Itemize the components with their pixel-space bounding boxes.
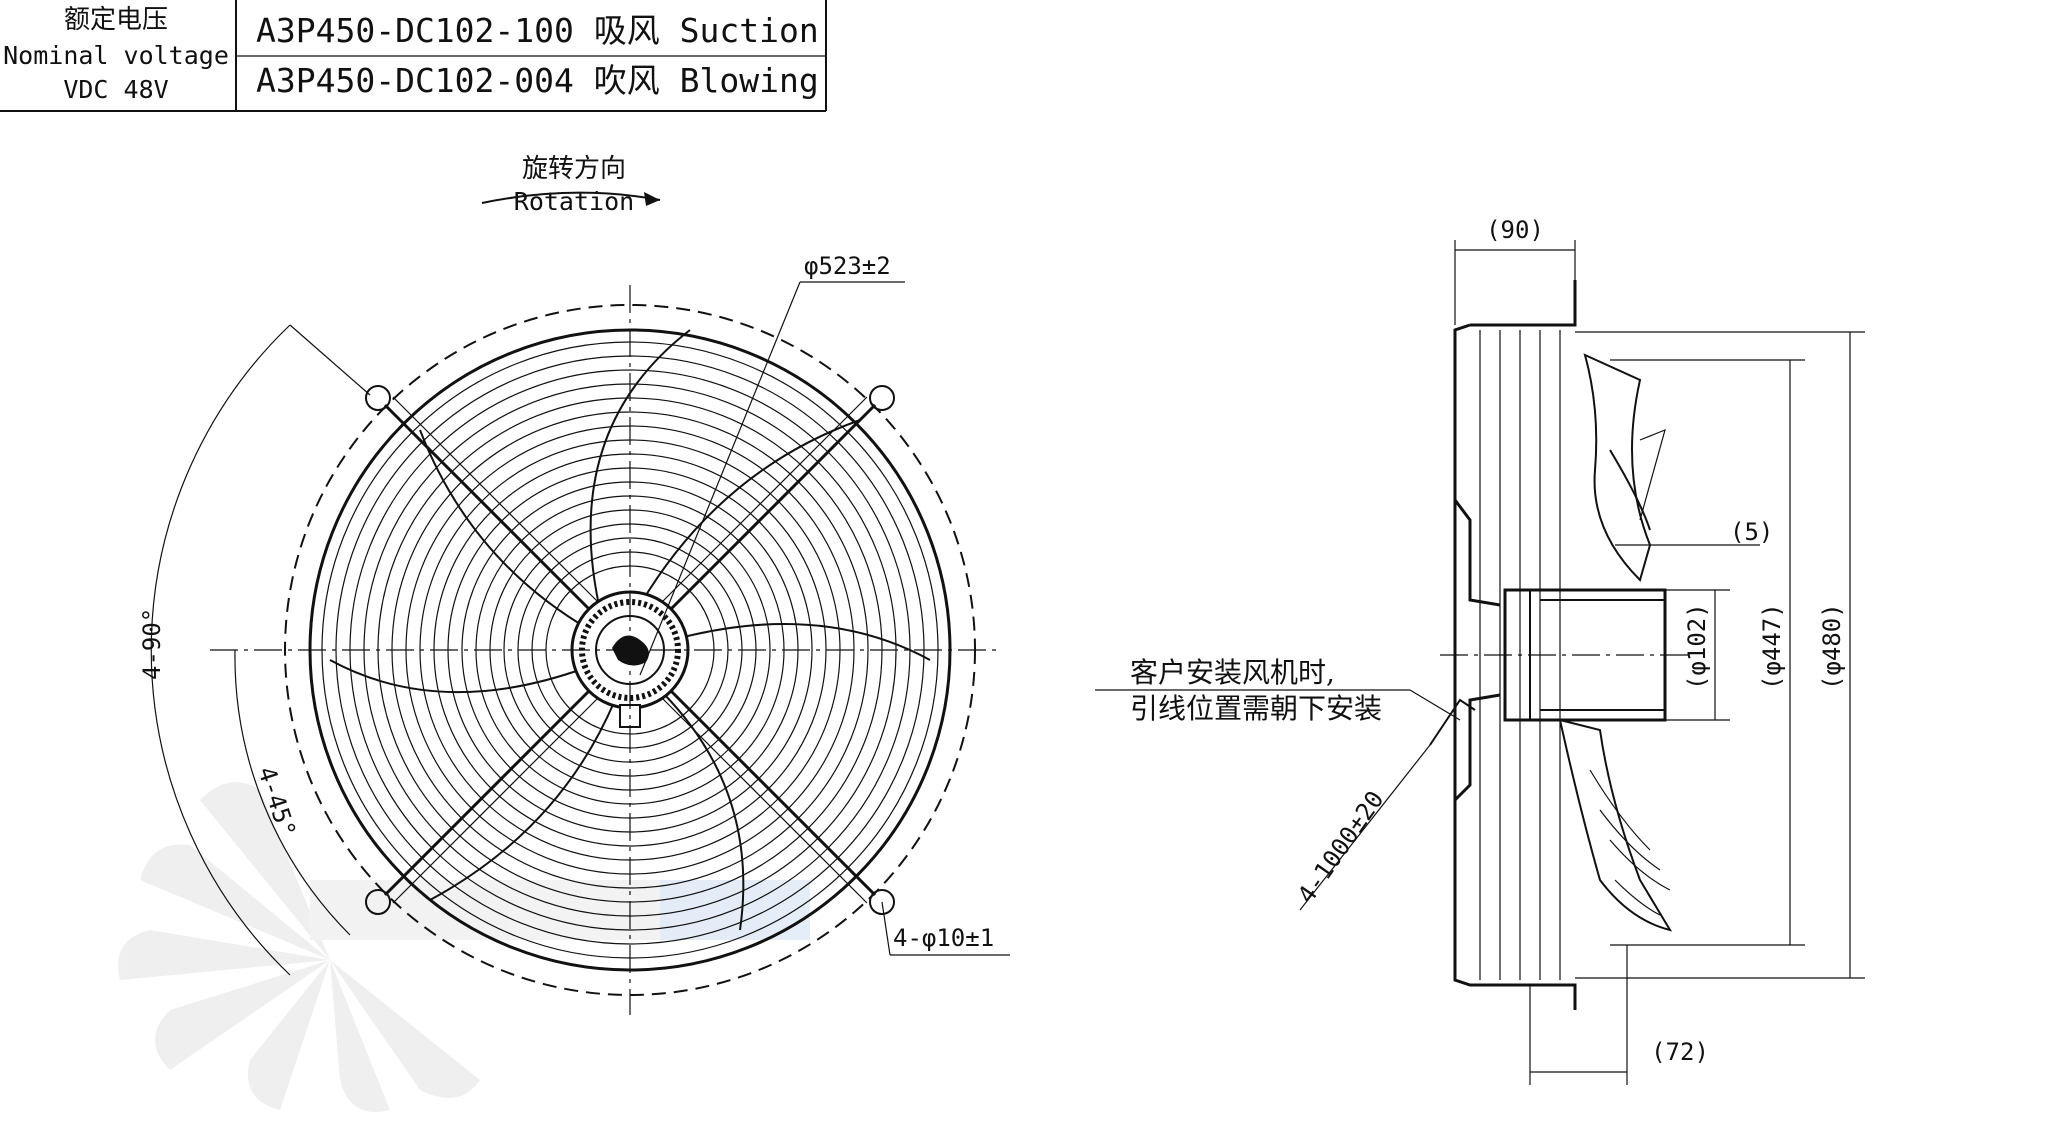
blade-diameter-label: (φ447) xyxy=(1758,603,1786,690)
depth-bottom-label: (72) xyxy=(1651,1038,1709,1066)
outer-diameter-label: φ523±2 xyxy=(804,252,891,280)
rotation-arrow-icon xyxy=(481,191,661,204)
installation-note-line2: 引线位置需朝下安装 xyxy=(1130,692,1382,725)
voltage-label-cn: 额定电压 xyxy=(64,5,168,35)
spec-table: 额定电压 Nominal voltage VDC 48V A3P450-DC10… xyxy=(0,0,827,112)
watermark-logo xyxy=(118,782,810,1112)
mounting-holes-label: 4-φ10±1 xyxy=(893,924,994,952)
cable-length-label: 4-1000±20 xyxy=(1292,786,1390,909)
side-blades xyxy=(1558,353,1673,932)
hub-diameter-label: (φ102) xyxy=(1683,603,1711,690)
voltage-label-en: Nominal voltage xyxy=(3,41,229,70)
rotation-label-en: Rotation xyxy=(514,187,634,216)
front-view: 旋转方向 Rotation xyxy=(138,154,1010,1015)
fan-blades xyxy=(329,329,931,931)
offset-5-label: (5) xyxy=(1730,518,1773,546)
guard-diameter-label: (φ480) xyxy=(1818,603,1846,690)
side-view: (90) (5) (φ102) (φ447) (φ480) (72) 4-100… xyxy=(1095,216,1865,1085)
depth-top-label: (90) xyxy=(1486,216,1544,244)
installation-note-line1: 客户安装风机时, xyxy=(1130,656,1335,689)
rotation-label-cn: 旋转方向 xyxy=(522,154,626,184)
angle-90-label: 4-90° xyxy=(138,608,166,680)
mounting-holes xyxy=(365,385,895,915)
guard-spokes xyxy=(383,396,877,904)
rotation-arrowhead-icon xyxy=(644,192,660,206)
model-suction: A3P450-DC102-100 吸风 Suction xyxy=(256,11,819,50)
model-blowing: A3P450-DC102-004 吹风 Blowing xyxy=(256,61,819,100)
voltage-value: VDC 48V xyxy=(63,75,168,104)
